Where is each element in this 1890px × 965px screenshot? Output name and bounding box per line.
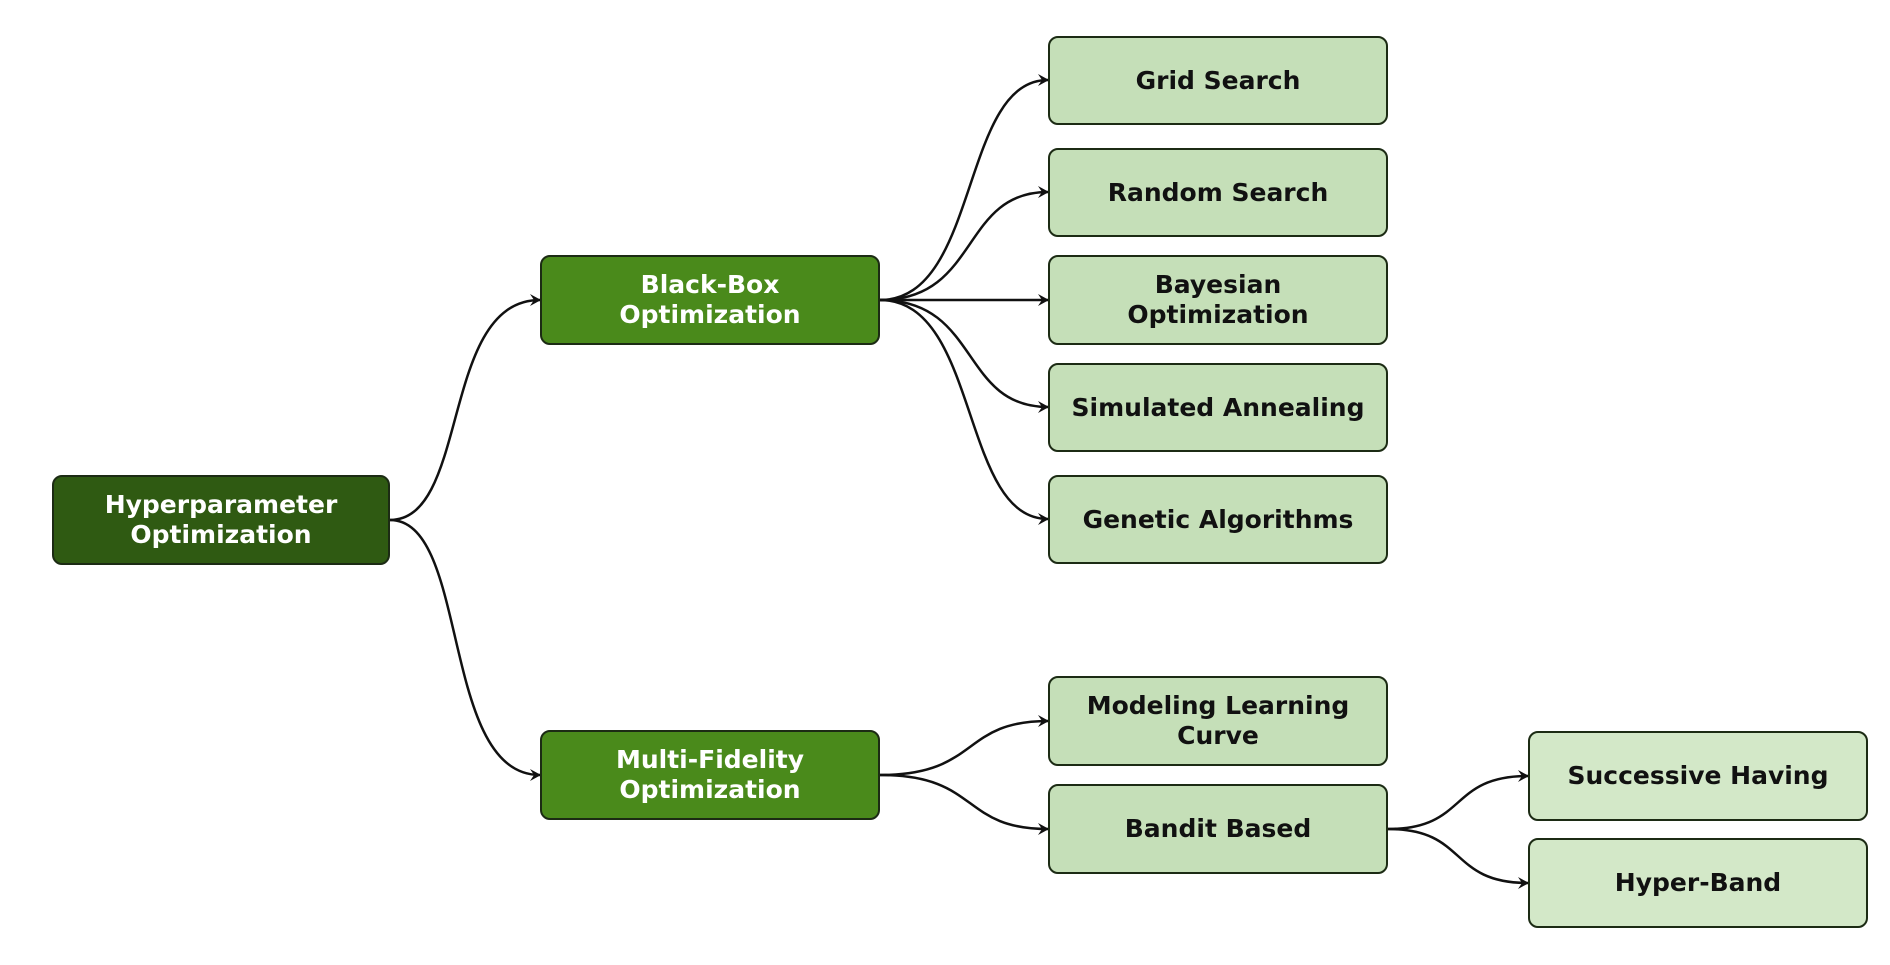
node-modeling-learning-curve-label: Modeling Learning Curve <box>1086 691 1350 750</box>
node-black-box-optimization[interactable]: Black-Box Optimization <box>540 255 880 345</box>
edge-bandit-to-successive-having <box>1387 770 1529 831</box>
edge-black-box-to-random-search <box>879 186 1049 302</box>
node-bandit-based-label: Bandit Based <box>1124 814 1312 843</box>
node-simulated-annealing[interactable]: Simulated Annealing <box>1048 363 1388 452</box>
node-bayesian-optimization-label: Bayesian Optimization <box>1127 270 1309 329</box>
edge-hpo-to-multi-fidelity <box>389 518 541 781</box>
node-successive-having-label: Successive Having <box>1567 761 1829 790</box>
node-bandit-based[interactable]: Bandit Based <box>1048 784 1388 874</box>
node-multi-fidelity-optimization-label: Multi-Fidelity Optimization <box>615 745 805 804</box>
node-genetic-algorithms[interactable]: Genetic Algorithms <box>1048 475 1388 564</box>
node-genetic-algorithms-label: Genetic Algorithms <box>1082 504 1354 534</box>
node-hyper-band-label: Hyper-Band <box>1614 868 1782 897</box>
edge-black-box-to-grid-search <box>879 74 1049 302</box>
node-grid-search-label: Grid Search <box>1135 65 1301 95</box>
edge-black-box-to-simulated-annealing <box>879 298 1049 413</box>
node-modeling-learning-curve[interactable]: Modeling Learning Curve <box>1048 676 1388 766</box>
edge-black-box-to-genetic <box>879 298 1049 525</box>
edge-bandit-to-hyper-band <box>1387 827 1529 889</box>
edge-multi-fidelity-to-learning-curve <box>879 715 1049 777</box>
node-grid-search[interactable]: Grid Search <box>1048 36 1388 125</box>
node-simulated-annealing-label: Simulated Annealing <box>1071 392 1365 422</box>
edge-hpo-to-black-box <box>389 294 541 522</box>
node-multi-fidelity-optimization[interactable]: Multi-Fidelity Optimization <box>540 730 880 820</box>
node-random-search-label: Random Search <box>1107 177 1329 207</box>
edge-multi-fidelity-to-bandit <box>879 773 1049 835</box>
node-random-search[interactable]: Random Search <box>1048 148 1388 237</box>
node-hyperparameter-optimization-label: Hyperparameter Optimization <box>104 490 338 549</box>
node-successive-having[interactable]: Successive Having <box>1528 731 1868 821</box>
node-black-box-optimization-label: Black-Box Optimization <box>619 270 801 329</box>
node-bayesian-optimization[interactable]: Bayesian Optimization <box>1048 255 1388 345</box>
node-hyper-band[interactable]: Hyper-Band <box>1528 838 1868 928</box>
node-hyperparameter-optimization[interactable]: Hyperparameter Optimization <box>52 475 390 565</box>
